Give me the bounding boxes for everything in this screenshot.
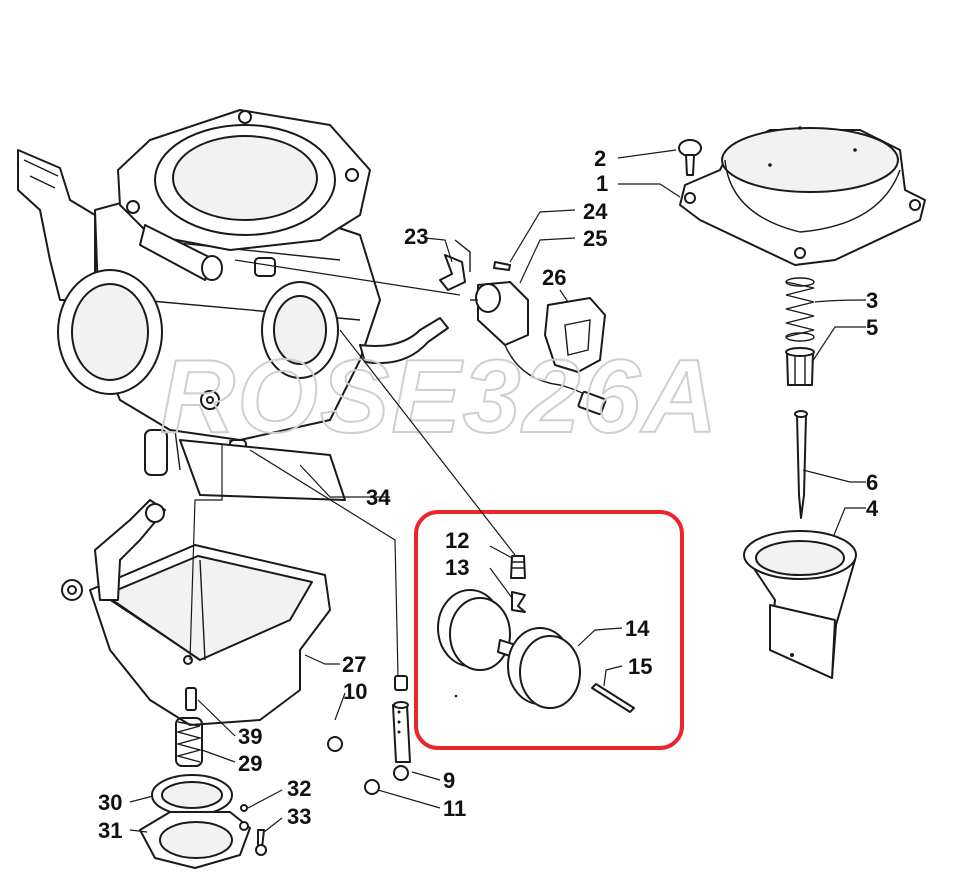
leader-lines bbox=[129, 149, 867, 833]
callout-12: 12 bbox=[445, 528, 469, 553]
callout-14: 14 bbox=[625, 616, 650, 641]
callout-2: 2 bbox=[594, 146, 606, 171]
callout-27: 27 bbox=[342, 652, 366, 677]
callout-5: 5 bbox=[866, 315, 878, 340]
callout-15: 15 bbox=[628, 654, 652, 679]
callout-34: 34 bbox=[366, 485, 391, 510]
callout-1: 1 bbox=[596, 171, 608, 196]
callout-6: 6 bbox=[866, 470, 878, 495]
callout-13: 13 bbox=[445, 555, 469, 580]
watermark-text: ROSE326A bbox=[160, 339, 719, 455]
enrichener-assembly bbox=[439, 239, 607, 416]
callout-26: 26 bbox=[542, 265, 566, 290]
slide-4 bbox=[743, 530, 857, 679]
carburetor-body bbox=[17, 109, 449, 501]
diaphragm-ring-inner bbox=[161, 781, 223, 809]
callout-4: 4 bbox=[866, 496, 879, 521]
callout-24: 24 bbox=[583, 199, 608, 224]
float-assembly bbox=[437, 555, 635, 713]
callout-9: 9 bbox=[443, 768, 455, 793]
callout-32: 32 bbox=[287, 776, 311, 801]
callout-10: 10 bbox=[343, 679, 367, 704]
retainer-5 bbox=[785, 347, 815, 386]
callout-31: 31 bbox=[98, 818, 122, 843]
callout-3: 3 bbox=[866, 288, 878, 313]
callout-33: 33 bbox=[287, 804, 311, 829]
spring-3 bbox=[785, 277, 815, 342]
carb-top-cover bbox=[679, 126, 926, 266]
needle-6 bbox=[794, 410, 808, 519]
callout-25: 25 bbox=[583, 226, 607, 251]
callout-39: 39 bbox=[238, 724, 262, 749]
jet-parts bbox=[327, 675, 411, 795]
screw-2 bbox=[678, 139, 702, 176]
float-bowl bbox=[61, 499, 331, 767]
highlight-box bbox=[414, 510, 684, 750]
callout-11: 11 bbox=[443, 796, 466, 821]
callout-labels: 2 1 3 5 6 4 24 25 26 23 34 27 10 12 13 1… bbox=[98, 146, 879, 843]
callout-29: 29 bbox=[238, 751, 262, 776]
callout-30: 30 bbox=[98, 790, 122, 815]
callout-23: 23 bbox=[404, 224, 428, 249]
